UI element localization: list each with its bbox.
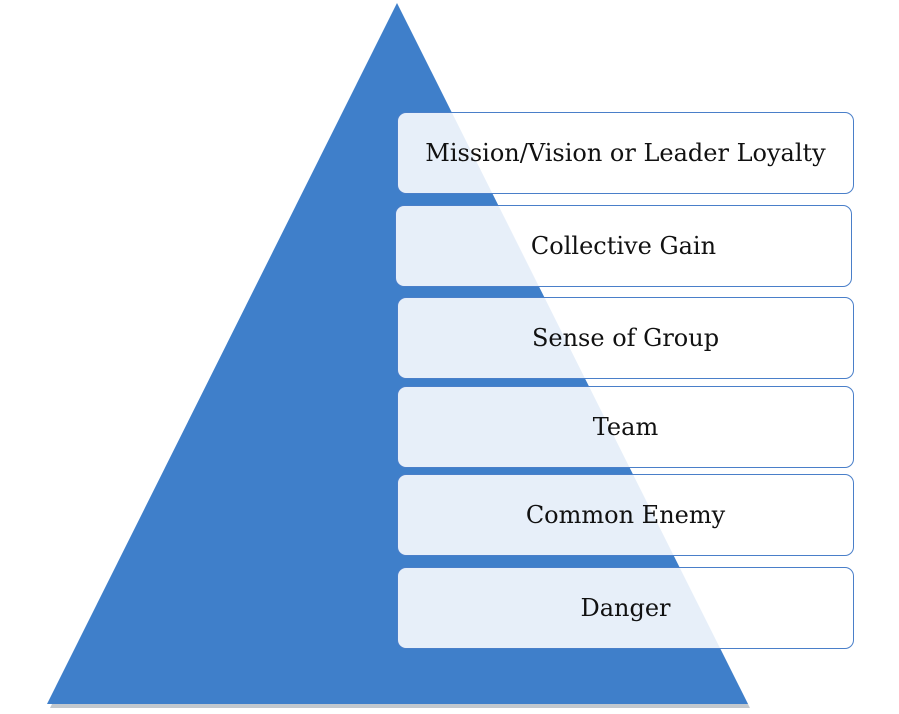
tier-mission-vision: Mission/Vision or Leader Loyalty [397,112,854,194]
tier-sense-of-group: Sense of Group [397,297,854,379]
tier-label: Sense of Group [531,324,720,352]
tier-label: Collective Gain [530,232,717,260]
tier-danger: Danger [397,567,854,649]
tier-label: Mission/Vision or Leader Loyalty [425,139,826,167]
tier-team: Team [397,386,854,468]
tier-label: Danger [580,594,671,622]
tier-common-enemy: Common Enemy [397,474,854,556]
tier-label: Common Enemy [525,501,726,529]
tier-collective-gain: Collective Gain [395,205,852,287]
tier-label: Team [592,413,659,441]
